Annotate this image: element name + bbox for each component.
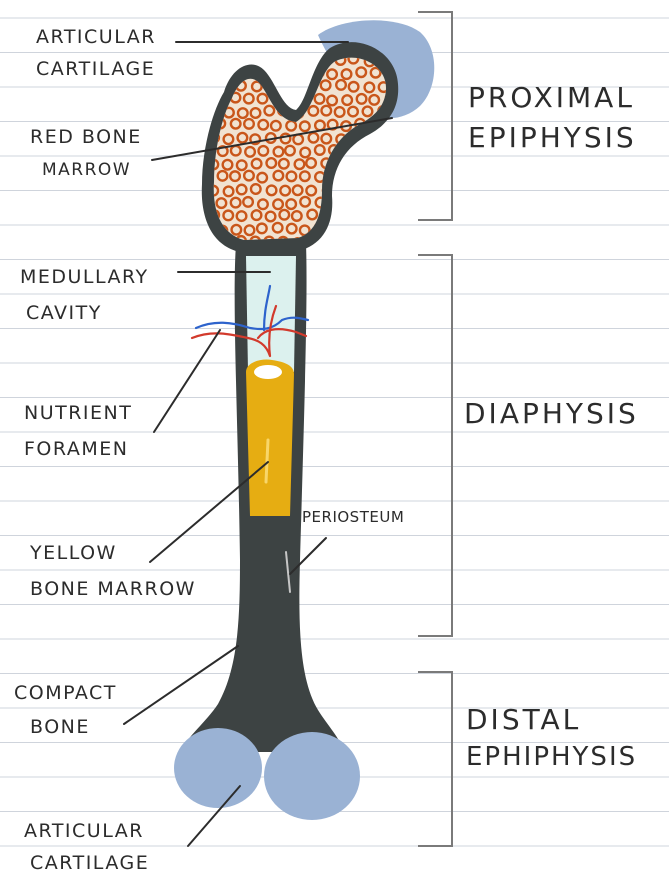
label-yellow-bone-marrow-1: YELLOW [30,544,117,563]
marrow-cell-ring [377,159,387,169]
marrow-cell-ring [365,212,375,222]
marrow-cell-ring [334,211,344,221]
marrow-cell-ring [323,238,333,248]
marrow-cell-ring [371,172,381,182]
marrow-cell-ring [362,185,372,195]
marrow-cell-ring [356,145,366,155]
marrow-cell-ring [362,160,372,170]
medullary-cavity-fill [246,256,296,372]
marrow-cell-ring [344,174,354,184]
label-compact-bone-2: BONE [30,718,90,737]
marrow-cell-ring [377,210,387,220]
marrow-cell-ring [383,146,393,156]
marrow-cell-ring [208,80,218,90]
label-medullary-cavity-2: CAVITY [26,304,102,323]
label-red-bone-marrow-1: RED BONE [30,128,142,147]
label-articular-cartilage-top-2: CARTILAGE [36,60,155,79]
marrow-cell-ring [341,198,351,208]
region-distal-epiphysis-1: DISTAL [466,706,581,734]
region-proximal-epiphysis-1: PROXIMAL [468,84,635,112]
marrow-cell-ring [308,54,318,64]
yellow-marrow-top-highlight [254,365,282,379]
marrow-cell-ring [237,55,247,65]
marrow-cell-ring [349,236,359,246]
marrow-cell-ring [385,197,395,207]
marrow-cell-ring [329,225,339,235]
marrow-cell-ring [378,237,388,247]
marrow-cell-ring [335,185,345,195]
marrow-cell-ring [250,56,260,66]
leader-nutrient [154,330,220,432]
marrow-cell-ring [222,54,232,64]
label-compact-bone-1: COMPACT [14,684,117,703]
region-diaphysis: DIAPHYSIS [464,400,639,428]
marrow-cell-ring [286,96,296,106]
marrow-cell-ring [349,158,359,168]
label-nutrient-foramen-1: NUTRIENT [24,404,132,423]
region-brackets [418,12,452,846]
marrow-cell-ring [299,69,309,79]
region-distal-epiphysis-2: EPHIPHYSIS [466,744,637,770]
marrow-cell-ring [349,212,359,222]
marrow-cell-ring [364,236,374,246]
marrow-cell-ring [218,67,228,77]
label-yellow-bone-marrow-2: BONE MARROW [30,580,196,599]
label-medullary-cavity-1: MEDULLARY [20,268,149,287]
marrow-cell-ring [272,67,282,77]
marrow-cell-ring [371,199,381,209]
yellow-marrow-stroke [266,440,268,482]
yellow-bone-marrow-fill [246,360,294,517]
label-periosteum: PERIOSTEUM [302,510,404,525]
diaphysis-bracket [418,255,452,636]
label-articular-cartilage-bottom-2: CARTILAGE [30,854,149,873]
marrow-cell-ring [209,55,219,65]
marrow-cell-ring [266,55,276,65]
marrow-cell-ring [372,146,382,156]
marrow-cell-ring [356,200,366,210]
marrow-cell-ring [210,239,220,249]
label-articular-cartilage-top-1: ARTICULAR [36,28,156,47]
marrow-cell-ring [384,224,394,234]
marrow-cell-ring [294,54,304,64]
label-articular-cartilage-bottom-1: ARTICULAR [24,822,144,841]
label-red-bone-marrow-2: MARROW [42,162,131,179]
marrow-cell-ring [279,56,289,66]
marrow-cell-ring [383,171,393,181]
marrow-cell-ring [356,174,366,184]
marrow-cell-ring [287,68,297,78]
marrow-cell-ring [335,238,345,248]
label-nutrient-foramen-2: FORAMEN [24,440,128,459]
distal-bracket [418,672,452,846]
region-proximal-epiphysis-2: EPIPHYSIS [468,124,637,152]
marrow-cell-ring [377,132,387,142]
marrow-cell-ring [279,81,289,91]
